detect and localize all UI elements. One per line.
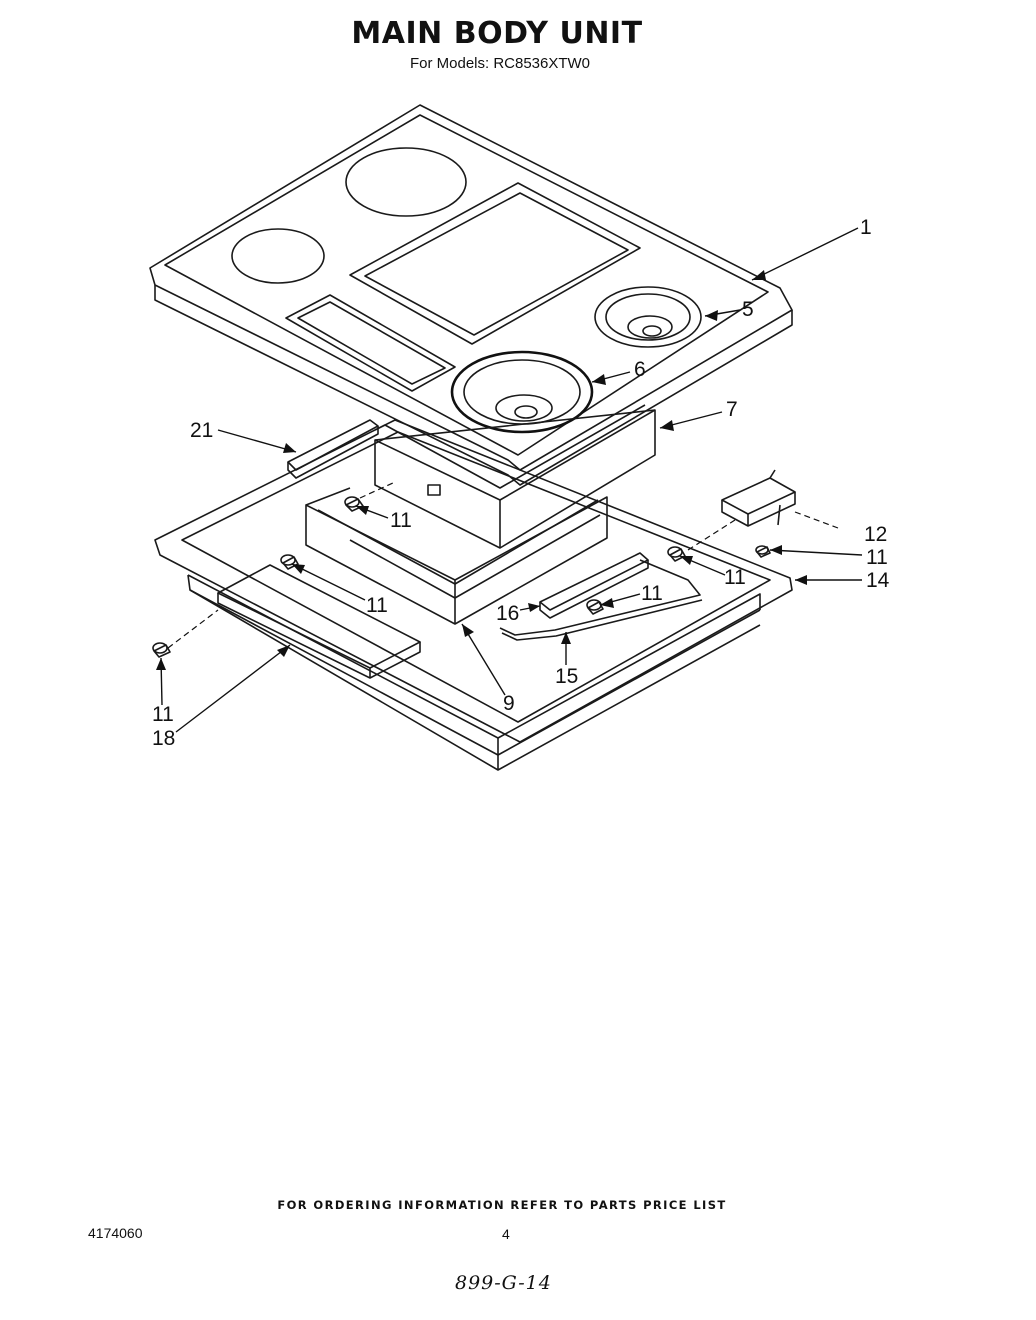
screw-front-trim [152,642,171,658]
inner-housing-box [305,487,608,625]
screw-front-left-inner [280,554,299,570]
callout-6: 6 [634,358,646,381]
cooktop-top-panel [149,104,793,486]
page-number: 4 [502,1226,510,1242]
control-panel-slot [285,294,456,392]
callout-1: 1 [860,216,872,239]
burner-opening-rear-large [345,147,467,217]
grill-window-outer [349,182,641,345]
screw-right-rear [667,546,686,562]
callout-11-front: 11 [152,703,174,726]
side-channel [539,552,649,619]
page-title: MAIN BODY UNIT [351,16,643,51]
callout-11-bracket: 11 [866,546,888,569]
callout-11-right: 11 [724,566,746,589]
wire-harness [499,559,703,641]
callout-21: 21 [190,419,213,442]
callout-11-left: 11 [366,594,388,617]
callout-5: 5 [742,298,754,321]
burner-bowl-5 [594,286,702,348]
callout-leader-lines [156,227,863,733]
callout-9: 9 [503,692,515,715]
terminal-bracket [721,469,796,527]
screw-channel [586,599,604,615]
callout-11-rear: 11 [390,509,412,532]
ordering-info-note: FOR ORDERING INFORMATION REFER TO PARTS … [277,1198,727,1212]
screw-right-bracket [755,545,771,558]
handwritten-code: 899-G-14 [455,1272,552,1294]
bottom-pan [154,419,793,771]
callout-18: 18 [152,727,175,750]
upper-housing-box [374,404,656,549]
rear-rail-bracket [287,419,379,479]
assembly-lines [167,481,839,649]
callout-12: 12 [864,523,887,546]
front-trim-strip [217,564,421,679]
callout-14: 14 [866,569,890,592]
callout-numbers: 1 5 6 7 21 11 11 11 11 11 11 12 14 16 15… [152,216,890,750]
document-number: 4174060 [88,1225,143,1241]
callout-7: 7 [726,398,738,421]
callout-16: 16 [496,602,519,625]
burner-opening-left [231,228,325,284]
burner-bowl-6 [450,350,594,434]
model-subtitle: For Models: RC8536XTW0 [409,55,591,72]
callout-15: 15 [555,665,578,688]
callout-11-channel: 11 [641,582,663,605]
